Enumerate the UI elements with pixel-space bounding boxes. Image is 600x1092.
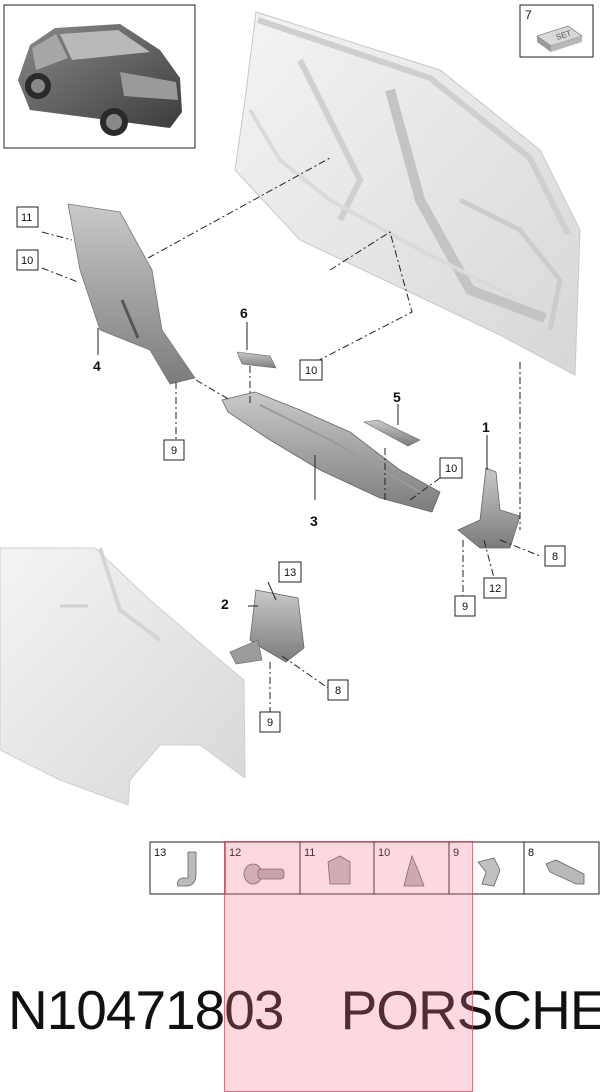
- part-6-strip: [236, 351, 277, 369]
- part-1-trim: [457, 467, 521, 549]
- screw-12-icon: [243, 863, 285, 885]
- callout-5: 5: [393, 389, 401, 405]
- ref-box-8-lower: 8: [327, 679, 349, 701]
- callout-6: 6: [240, 305, 248, 321]
- callout-7: 7: [525, 8, 532, 22]
- part-number: N10471803: [8, 979, 284, 1041]
- car-thumbnail: [3, 4, 196, 149]
- svg-text:10: 10: [305, 365, 317, 377]
- clip-8-icon: [545, 859, 585, 885]
- highlight-overlay: [224, 841, 473, 1092]
- part-2-trim: [229, 589, 305, 665]
- svg-text:12: 12: [489, 583, 501, 595]
- part-5-strip: [363, 419, 421, 447]
- svg-text:9: 9: [267, 717, 273, 729]
- strip-cell-12: 12: [229, 847, 241, 859]
- strip-cell-13: 13: [154, 847, 166, 859]
- svg-text:10: 10: [445, 463, 457, 475]
- set-kit-box: SET: [519, 4, 594, 58]
- ref-box-11: 11: [16, 206, 39, 228]
- callout-2: 2: [221, 596, 229, 612]
- part-3-sill-trim: [221, 391, 441, 513]
- strip-cell-9: 9: [453, 847, 459, 859]
- svg-text:13: 13: [284, 567, 296, 579]
- ref-box-12: 12: [483, 577, 507, 599]
- front-fender-panel: [0, 547, 246, 806]
- ref-box-10-right: 10: [439, 457, 463, 479]
- leader-lines: [41, 157, 541, 712]
- ref-box-8-right: 8: [544, 545, 566, 567]
- strip-cell-10: 10: [378, 847, 390, 859]
- body-side-panel: [234, 11, 581, 376]
- ref-box-10-center: 10: [299, 359, 323, 381]
- part-caption: N10471803 PORSCHE: [8, 978, 600, 1042]
- strip-cell-8: 8: [528, 847, 534, 859]
- svg-text:8: 8: [335, 685, 341, 697]
- clip-11-icon: [327, 855, 351, 885]
- svg-text:8: 8: [552, 551, 558, 563]
- brand-name: PORSCHE: [340, 979, 600, 1041]
- callout-4: 4: [93, 358, 101, 374]
- part-4-pillar-trim: [67, 203, 196, 385]
- svg-text:11: 11: [21, 212, 32, 224]
- clip-9-icon: [477, 857, 501, 887]
- ref-box-9-lower: 9: [259, 711, 281, 733]
- clip-13-icon: [177, 851, 197, 887]
- svg-text:9: 9: [171, 445, 177, 457]
- ref-box-9-left: 9: [163, 439, 185, 461]
- ref-box-9-right: 9: [454, 595, 476, 617]
- svg-text:9: 9: [462, 601, 468, 613]
- ref-box-13: 13: [278, 561, 302, 583]
- clip-10-icon: [403, 854, 425, 887]
- callout-3: 3: [310, 513, 318, 529]
- callout-1: 1: [482, 419, 490, 435]
- strip-cell-11: 11: [304, 847, 315, 859]
- ref-box-10-left: 10: [16, 249, 39, 271]
- svg-text:10: 10: [21, 255, 33, 267]
